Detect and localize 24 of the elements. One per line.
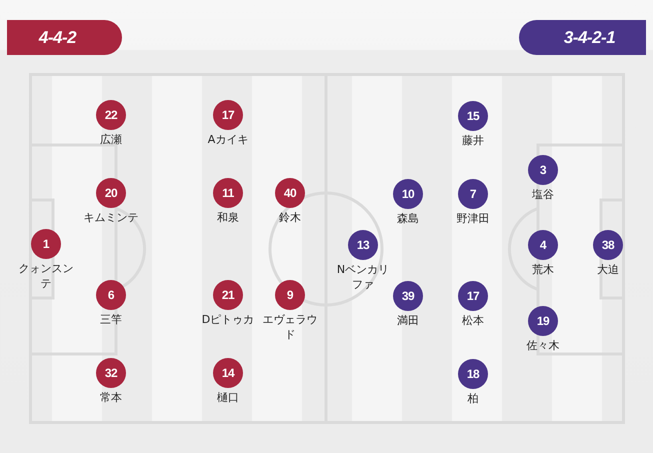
player-name: エヴェラウド <box>262 312 318 342</box>
player-name: 和泉 <box>217 210 239 225</box>
player-name: 塩谷 <box>532 187 554 202</box>
formation-banner: 3-4-2-1 <box>519 20 646 55</box>
player-name: 佐々木 <box>526 338 560 353</box>
player-name: Nベンカリファ <box>336 262 390 292</box>
player-name: 三竿 <box>100 312 122 327</box>
player-name: Dピトゥカ <box>202 312 254 327</box>
player-name: キムミンテ <box>84 210 138 225</box>
player-name: 森島 <box>397 211 419 226</box>
player-name: 広瀬 <box>100 132 122 147</box>
player-name: 荒木 <box>532 262 554 277</box>
player-name: 常本 <box>100 390 122 405</box>
player-name: 藤井 <box>462 133 484 148</box>
formation-banner: 4-4-2 <box>7 20 122 55</box>
player-name: 柏 <box>468 391 478 406</box>
player-name: 満田 <box>397 313 419 328</box>
player-name: 樋口 <box>217 390 239 405</box>
player-name: Aカイキ <box>208 132 248 147</box>
player-name: 大迫 <box>597 262 619 277</box>
player-name: 鈴木 <box>279 210 301 225</box>
player-name: クォンスンテ <box>18 261 74 291</box>
player-name: 野津田 <box>456 211 490 226</box>
player-name: 松本 <box>462 313 484 328</box>
